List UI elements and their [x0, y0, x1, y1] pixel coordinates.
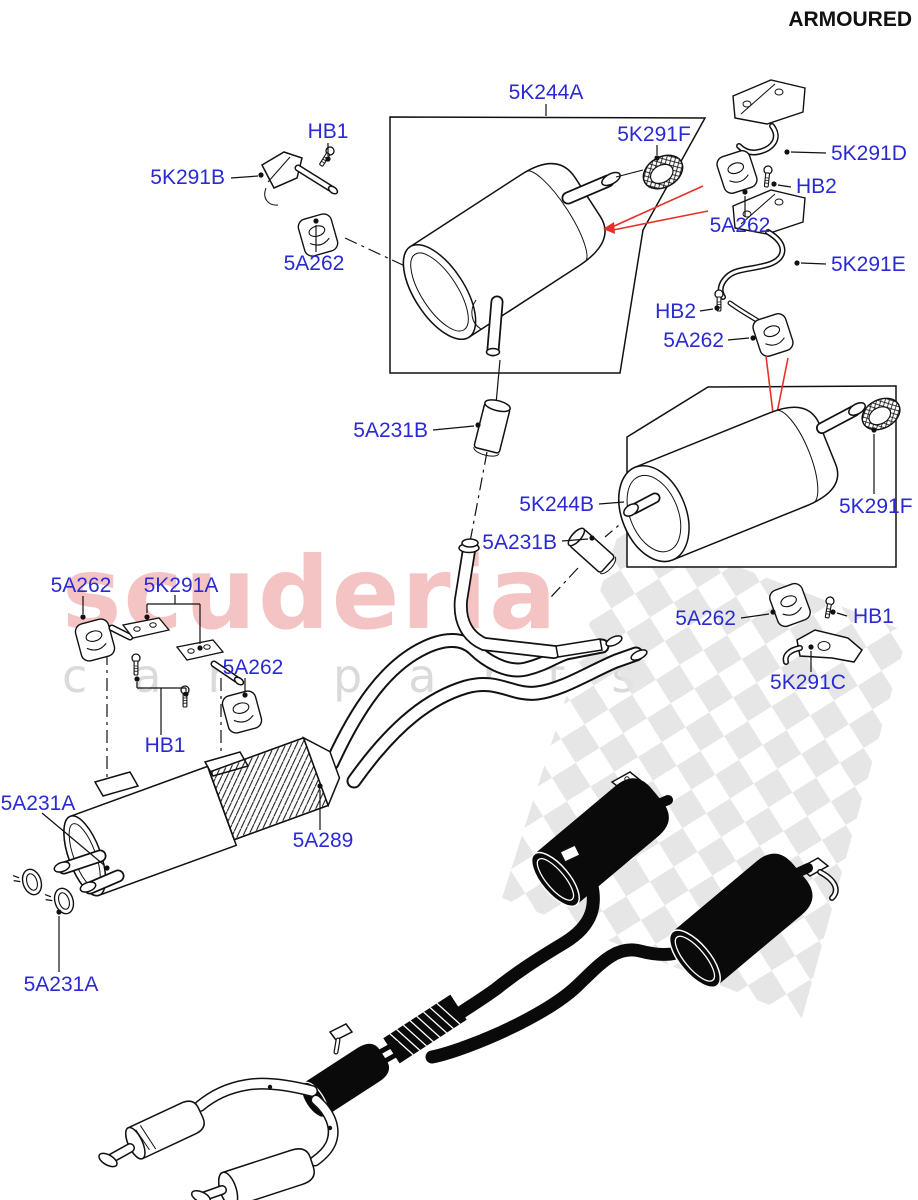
isolator-5a231b-lower	[567, 527, 617, 575]
callout-5k291e: 5K291E	[831, 253, 906, 276]
callout-hb1-top: HB1	[308, 120, 349, 143]
callout-5a231a-upper: 5A231A	[1, 792, 76, 815]
callout-5k291f-left: 5K291F	[617, 123, 691, 146]
isolator-5a262-left	[72, 616, 134, 664]
callout-5a262-right-top: 5A262	[710, 214, 771, 237]
callout-5a262-right-mid: 5A262	[663, 329, 724, 352]
rear-muffler-5k244a	[402, 162, 644, 357]
callout-5a231a-lower: 5A231A	[24, 973, 99, 996]
callout-5k291f-right: 5K291F	[839, 495, 913, 518]
callout-hb2-lower: HB2	[655, 300, 696, 323]
bolt-hb2-top	[761, 164, 774, 188]
hanger-bracket-5k291e	[717, 189, 806, 328]
rear-muffler-5k244b	[618, 402, 866, 563]
isolator-5a262-right-top	[714, 147, 760, 197]
red-arrow-left	[603, 185, 709, 234]
isolator-5a231b-upper	[473, 399, 511, 457]
callout-5k244b: 5K244B	[519, 493, 594, 516]
callout-hb1-right: HB1	[853, 605, 894, 628]
callout-5a289: 5A289	[293, 829, 354, 852]
hanger-bracket-5k291d	[732, 79, 806, 156]
callout-5k291a: 5K291A	[144, 574, 219, 597]
callout-hb2-top: HB2	[796, 175, 837, 198]
callout-labels: 5K244A HB1 5K291B 5A262 5K291F 5K291D HB…	[1, 81, 913, 996]
callout-5k291c: 5K291C	[770, 671, 846, 694]
callout-5a262-bottom-right: 5A262	[675, 607, 736, 630]
callout-5k291b: 5K291B	[150, 166, 225, 189]
callout-hb1-left: HB1	[145, 734, 186, 757]
callout-5a231b-lower: 5A231B	[482, 531, 557, 554]
clamp-5a231a-upper	[11, 866, 46, 901]
callout-5a262-topleft: 5A262	[284, 252, 345, 275]
callout-5a262-left: 5A262	[51, 574, 112, 597]
centre-silencer-assembly	[53, 538, 648, 897]
bolt-hb1-top	[316, 144, 337, 169]
leader-lines	[41, 104, 877, 972]
callout-5k291d: 5K291D	[831, 142, 907, 165]
page-title-armoured: ARMOURED	[788, 8, 912, 31]
bracket-5k291a-plates	[122, 617, 245, 686]
callout-5a262-mid: 5A262	[223, 656, 284, 679]
system-thumbnail	[98, 771, 839, 1200]
hanger-bracket-5k291c	[782, 629, 863, 665]
callout-5k244a: 5K244A	[509, 81, 584, 104]
hanger-bracket-5k291b	[261, 151, 339, 206]
callout-5a231b-upper: 5A231B	[353, 419, 428, 442]
